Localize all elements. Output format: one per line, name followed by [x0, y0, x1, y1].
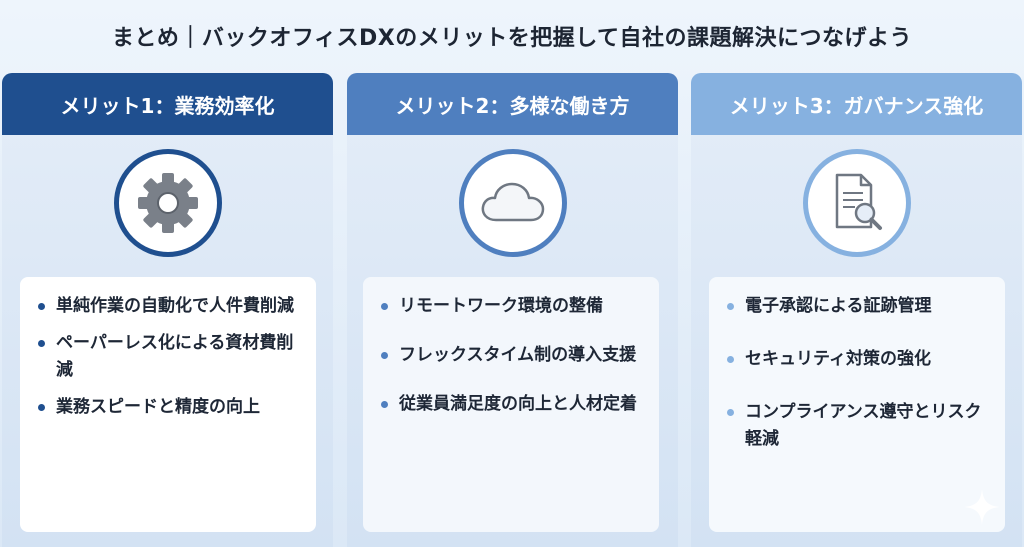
bullet-icon	[727, 356, 734, 363]
bullet-icon	[727, 303, 734, 310]
merit-list: 電子承認による証跡管理 セキュリティ対策の強化 コンプライアンス遵守とリスク軽減	[723, 293, 991, 453]
list-item: 単純作業の自動化で人件費削減	[34, 293, 302, 320]
bullet-icon	[38, 404, 45, 411]
merit-column-3: メリット3：ガバナンス強化 電子承認による証跡管理 セキュリティ対策の強化 コン…	[691, 73, 1022, 547]
bullet-icon	[381, 401, 388, 408]
list-item-text: ペーパーレス化による資材費削減	[56, 333, 294, 380]
bullet-icon	[727, 409, 734, 416]
bullet-icon	[38, 340, 45, 347]
list-item: コンプライアンス遵守とリスク軽減	[723, 399, 991, 453]
list-item: ペーパーレス化による資材費削減	[34, 330, 302, 384]
title-bar: まとめ｜バックオフィスDXのメリットを把握して自社の課題解決につなげよう	[0, 0, 1024, 72]
icon-circle	[113, 149, 222, 257]
icon-circle	[458, 149, 567, 257]
list-item-text: セキュリティ対策の強化	[745, 349, 931, 369]
document-search-icon	[835, 173, 882, 230]
list-item: 業務スピードと精度の向上	[34, 394, 302, 421]
merit-column-1: メリット1：業務効率化 単純作業の自動化で	[2, 73, 333, 547]
gear-icon	[137, 173, 198, 233]
merit-card: 電子承認による証跡管理 セキュリティ対策の強化 コンプライアンス遵守とリスク軽減	[709, 277, 1005, 532]
list-item-text: コンプライアンス遵守とリスク軽減	[745, 402, 982, 449]
merit-card: 単純作業の自動化で人件費削減 ペーパーレス化による資材費削減 業務スピードと精度…	[20, 277, 316, 532]
list-item-text: 従業員満足度の向上と人材定着	[399, 394, 637, 414]
list-item-text: 単純作業の自動化で人件費削減	[56, 296, 294, 316]
list-item: リモートワーク環境の整備	[377, 293, 645, 320]
list-item-text: フレックスタイム制の導入支援	[399, 345, 637, 365]
list-item: 従業員満足度の向上と人材定着	[377, 391, 645, 418]
icon-circle	[802, 149, 911, 257]
cloud-icon	[481, 182, 544, 222]
merit-column-2: メリット2：多様な働き方 リモートワーク環境の整備 フレックスタイム制の導入支援…	[347, 73, 678, 547]
sparkle-icon	[964, 489, 1000, 525]
bullet-icon	[381, 352, 388, 359]
bullet-icon	[38, 303, 45, 310]
list-item: セキュリティ対策の強化	[723, 346, 991, 373]
list-item: フレックスタイム制の導入支援	[377, 342, 645, 369]
merit-list: リモートワーク環境の整備 フレックスタイム制の導入支援 従業員満足度の向上と人材…	[377, 293, 645, 418]
list-item-text: リモートワーク環境の整備	[399, 296, 603, 316]
merit-list: 単純作業の自動化で人件費削減 ペーパーレス化による資材費削減 業務スピードと精度…	[34, 293, 302, 421]
page-title: まとめ｜バックオフィスDXのメリットを把握して自社の課題解決につなげよう	[111, 26, 913, 51]
merit-card: リモートワーク環境の整備 フレックスタイム制の導入支援 従業員満足度の向上と人材…	[363, 277, 659, 532]
bullet-icon	[381, 303, 388, 310]
list-item-text: 電子承認による証跡管理	[745, 296, 932, 316]
column-heading: メリット2：多様な働き方	[347, 73, 678, 135]
list-item-text: 業務スピードと精度の向上	[56, 397, 260, 417]
column-heading: メリット3：ガバナンス強化	[691, 73, 1022, 135]
column-heading: メリット1：業務効率化	[2, 73, 333, 135]
list-item: 電子承認による証跡管理	[723, 293, 991, 320]
